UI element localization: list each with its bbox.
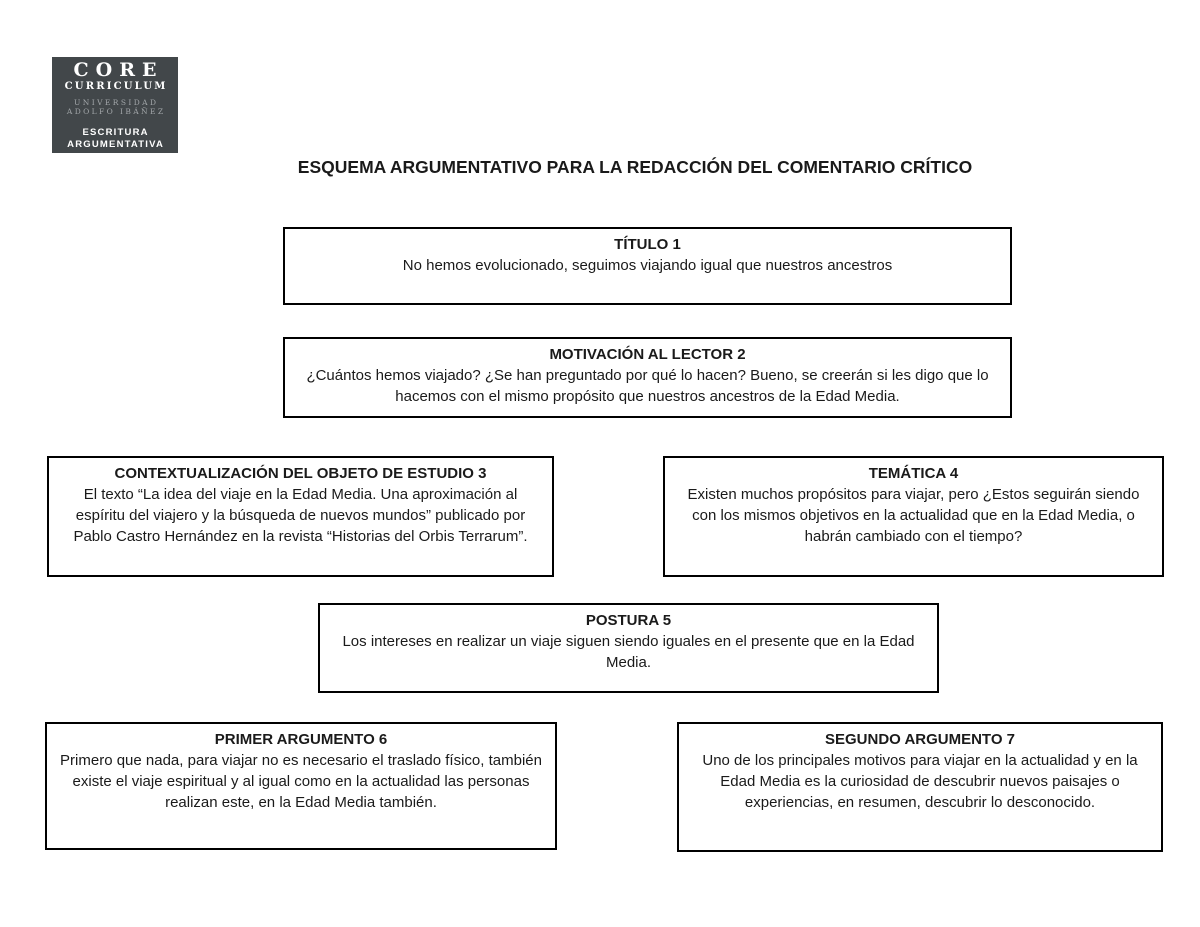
box-segundo-argumento-heading: SEGUNDO ARGUMENTO 7 [824, 731, 1016, 748]
box-primer-argumento-body: Primero que nada, para viajar no es nece… [60, 752, 542, 811]
logo-curriculum-text: CURRICULUM [64, 80, 168, 92]
box-segundo-argumento: SEGUNDO ARGUMENTO 7 Uno de los principal… [677, 722, 1163, 852]
logo-escritura-text: ESCRITURA [82, 126, 149, 138]
box-postura-heading: POSTURA 5 [585, 612, 672, 629]
box-motivacion-body: ¿Cuántos hemos viajado? ¿Se han pregunta… [306, 367, 989, 405]
box-contextualizacion-body: El texto “La idea del viaje en la Edad M… [73, 486, 528, 545]
box-segundo-argumento-body: Uno de los principales motivos para viaj… [702, 752, 1138, 811]
logo-argumentativa-text: ARGUMENTATIVA [67, 138, 165, 150]
logo-universidad-text: UNIVERSIDAD [74, 97, 159, 107]
core-curriculum-logo: CORE CURRICULUM UNIVERSIDAD ADOLFO IBÁÑE… [52, 57, 178, 153]
box-contextualizacion-heading: CONTEXTUALIZACIÓN DEL OBJETO DE ESTUDIO … [114, 465, 487, 482]
logo-adolfo-ibanez-text: ADOLFO IBÁÑEZ [66, 106, 166, 116]
logo-core-text: CORE [73, 58, 164, 81]
box-postura: POSTURA 5 Los intereses en realizar un v… [318, 603, 939, 693]
box-motivacion-al-lector: MOTIVACIÓN AL LECTOR 2 ¿Cuántos hemos vi… [283, 337, 1012, 418]
box-primer-argumento-heading: PRIMER ARGUMENTO 6 [214, 731, 388, 748]
box-postura-body: Los intereses en realizar un viaje sigue… [342, 633, 915, 671]
page-title: ESQUEMA ARGUMENTATIVO PARA LA REDACCIÓN … [297, 157, 973, 177]
box-tematica-body: Existen muchos propósitos para viajar, p… [687, 486, 1140, 545]
box-titulo-heading: TÍTULO 1 [614, 236, 681, 253]
box-tematica-heading: TEMÁTICA 4 [868, 465, 959, 482]
box-primer-argumento: PRIMER ARGUMENTO 6 Primero que nada, par… [45, 722, 557, 850]
box-motivacion-heading: MOTIVACIÓN AL LECTOR 2 [549, 346, 746, 363]
box-contextualizacion: CONTEXTUALIZACIÓN DEL OBJETO DE ESTUDIO … [47, 456, 554, 577]
box-titulo: TÍTULO 1 No hemos evolucionado, seguimos… [283, 227, 1012, 305]
box-tematica: TEMÁTICA 4 Existen muchos propósitos par… [663, 456, 1164, 577]
box-titulo-body: No hemos evolucionado, seguimos viajando… [402, 257, 893, 274]
